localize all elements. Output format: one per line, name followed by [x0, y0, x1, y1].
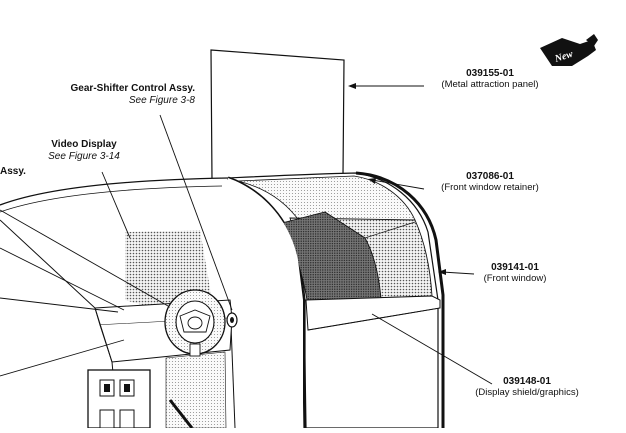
callout-display-shield: 039148-01 (Display shield/graphics): [460, 376, 594, 398]
leader-left-1: [0, 209, 169, 307]
gear-shifter-ref: See Figure 3-8: [128, 94, 195, 106]
attraction-panel-desc: (Metal attraction panel): [441, 78, 539, 90]
partial-left-text: Assy.: [0, 166, 26, 177]
arrow-heads: [348, 83, 446, 275]
video-display-ref: See Figure 3-14: [48, 150, 120, 162]
video-display-title: Video Display: [51, 139, 117, 150]
front-window: [277, 211, 433, 321]
leader-shield: [371, 313, 493, 385]
callout-attraction-panel: 039155-01 (Metal attraction panel): [428, 68, 552, 90]
attraction-panel: [210, 49, 345, 181]
window-retainer-desc: (Front window retainer): [441, 181, 539, 193]
steering-wheel: [164, 289, 226, 357]
callout-window-retainer: 037086-01 (Front window retainer): [428, 171, 552, 193]
callout-video-display: Video Display See Figure 3-14: [36, 139, 132, 162]
leader-left-2: [0, 247, 125, 311]
attraction-panel-part: 039155-01: [466, 68, 514, 79]
leader-gear: [159, 114, 233, 311]
callout-front-window: 039141-01 (Front window): [470, 262, 560, 284]
gear-shifter-title: Gear-Shifter Control Assy.: [70, 83, 195, 94]
callout-gear-shifter: Gear-Shifter Control Assy. See Figure 3-…: [40, 83, 195, 106]
display-shield-desc: (Display shield/graphics): [475, 386, 579, 398]
front-window-part: 039141-01: [491, 262, 539, 273]
window-ledge: [305, 295, 441, 331]
leader-left-3: [0, 297, 119, 313]
gear-shifter: [226, 312, 238, 328]
window-retainer-part: 037086-01: [466, 171, 514, 182]
front-window-desc: (Front window): [483, 272, 547, 284]
display-shield-part: 039148-01: [503, 376, 551, 387]
leader-lines: [0, 85, 493, 385]
leader-video: [101, 171, 131, 239]
callout-partial-left: Assy.: [0, 166, 26, 178]
new-badge-icon: New: [540, 34, 598, 66]
leader-retainer: [371, 179, 425, 190]
leader-window: [441, 271, 475, 275]
leader-left-4: [0, 339, 125, 377]
